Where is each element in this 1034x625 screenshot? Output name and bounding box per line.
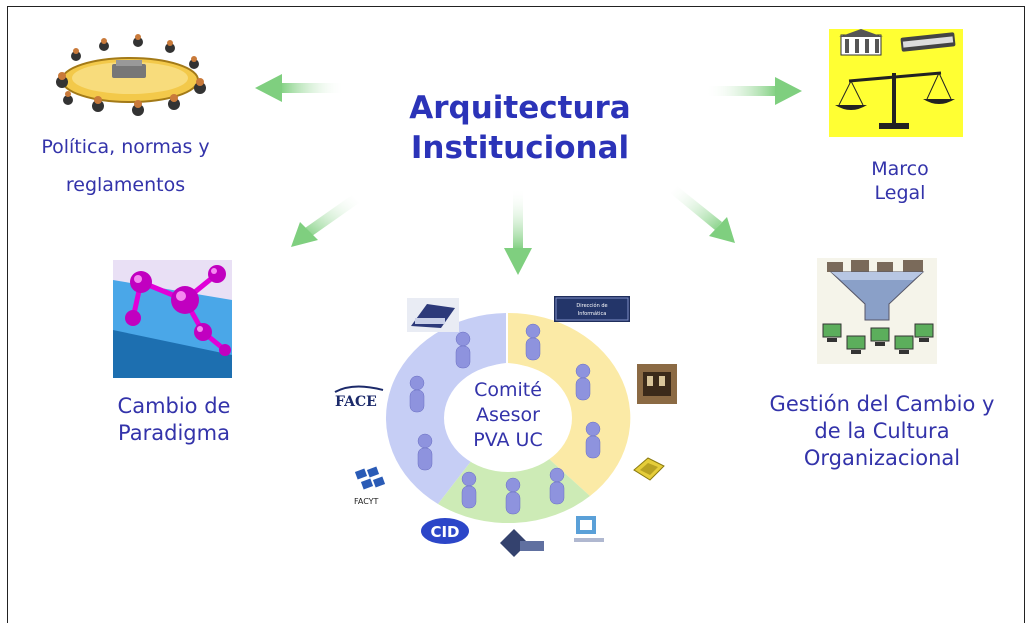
label-comite: Comité Asesor PVA UC: [448, 378, 568, 453]
title-line-2: Institucional: [410, 130, 630, 166]
logo-facyt: FACYT: [350, 466, 396, 508]
round-table-meeting-icon: [42, 34, 214, 118]
label-gestion-line-2: de la Cultura: [814, 419, 950, 443]
diagram-title: Arquitectura Institucional: [380, 88, 660, 168]
label-comite-line-3: PVA UC: [473, 429, 543, 451]
svg-text:FACYT: FACYT: [354, 497, 379, 506]
label-paradigma: Cambio de Paradigma: [100, 393, 248, 447]
person-icon: [585, 421, 601, 459]
logo-blue-square: [572, 512, 610, 546]
svg-text:Dirección de: Dirección de: [576, 302, 607, 309]
label-marco: Marco Legal: [830, 157, 970, 203]
label-comite-line-1: Comité: [474, 379, 542, 401]
logo-yellow-cube: [630, 454, 668, 484]
label-politica-line-2: reglamentos: [65, 174, 186, 196]
svg-text:CID: CID: [430, 523, 459, 541]
label-comite-line-2: Asesor: [476, 404, 540, 426]
label-gestion: Gestión del Cambio y de la Cultura Organ…: [752, 391, 1012, 472]
label-politica: Política, normas y reglamentos: [18, 128, 233, 204]
logo-top-left: [407, 298, 459, 332]
person-icon: [505, 477, 521, 515]
justice-scales-icon: [829, 29, 963, 137]
logo-diamond: [498, 527, 546, 561]
funnel-computers-icon: [817, 258, 937, 364]
person-icon: [409, 375, 425, 413]
person-icon: [417, 433, 433, 471]
label-marco-line-2: Legal: [874, 182, 926, 203]
label-paradigma-line-2: Paradigma: [118, 421, 230, 445]
arrow-to-gestion: [670, 186, 735, 243]
label-politica-line-1: Política, normas y: [41, 136, 210, 158]
logo-face: FACE: [333, 382, 387, 412]
diagram-frame: [7, 6, 1025, 623]
arrow-to-paradigma: [291, 195, 359, 247]
person-icon: [525, 323, 541, 361]
logo-building: [637, 364, 677, 404]
arrow-to-politica: [255, 74, 345, 102]
person-icon: [549, 467, 565, 505]
people-ring-icon: [385, 313, 631, 523]
title-line-1: Arquitectura: [409, 90, 631, 126]
person-icon: [575, 363, 591, 401]
person-icon: [461, 471, 477, 509]
svg-text:FACE: FACE: [335, 394, 377, 410]
logo-cid: CID: [419, 516, 471, 546]
svg-text:Informática: Informática: [578, 310, 607, 317]
network-molecule-icon: [113, 260, 232, 378]
label-paradigma-line-1: Cambio de: [117, 394, 231, 418]
arrow-to-marco: [705, 77, 802, 105]
label-gestion-line-1: Gestión del Cambio y: [769, 392, 995, 416]
label-marco-line-1: Marco: [871, 158, 929, 180]
logo-informatica: Dirección de Informática: [554, 296, 630, 322]
person-icon: [455, 331, 471, 369]
label-gestion-line-3: Organizacional: [803, 446, 961, 470]
arrow-to-comite: [504, 188, 532, 275]
